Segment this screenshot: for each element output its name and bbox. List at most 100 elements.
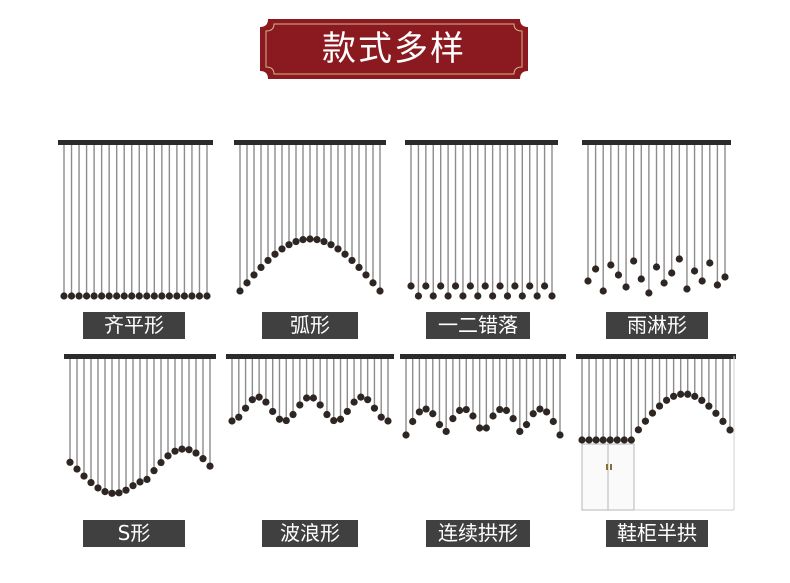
bead bbox=[165, 292, 173, 300]
bead bbox=[348, 256, 356, 265]
bead bbox=[377, 413, 385, 421]
curtain-rod bbox=[64, 354, 216, 359]
bead bbox=[668, 269, 676, 277]
bead bbox=[292, 237, 300, 246]
bead bbox=[323, 410, 331, 419]
bead bbox=[466, 282, 474, 290]
curtain-style-arc bbox=[234, 138, 386, 303]
bead bbox=[299, 236, 307, 244]
bead bbox=[509, 414, 517, 423]
bead bbox=[316, 401, 324, 409]
bead bbox=[442, 427, 450, 436]
bead bbox=[690, 267, 699, 275]
bead bbox=[362, 271, 370, 279]
bead bbox=[336, 415, 345, 423]
bead bbox=[526, 282, 534, 290]
bead bbox=[143, 292, 151, 300]
bead bbox=[637, 275, 645, 283]
bead bbox=[90, 292, 98, 300]
bead bbox=[476, 424, 484, 432]
bead bbox=[143, 475, 151, 484]
bead bbox=[248, 396, 256, 404]
bead bbox=[719, 417, 727, 425]
bead bbox=[157, 458, 165, 467]
bead bbox=[278, 245, 286, 253]
bead bbox=[645, 289, 653, 297]
curtain-style-stagger bbox=[405, 138, 558, 303]
bead bbox=[243, 279, 251, 287]
cabinet-handle bbox=[610, 464, 612, 470]
bead bbox=[289, 410, 297, 419]
bead bbox=[721, 273, 729, 281]
curtain-style-half-arch-cabinet bbox=[576, 352, 736, 512]
bead bbox=[241, 404, 250, 412]
bead bbox=[275, 415, 284, 423]
bead bbox=[540, 282, 549, 290]
bead bbox=[449, 414, 457, 423]
bead bbox=[444, 292, 452, 300]
bead bbox=[429, 292, 437, 300]
bead bbox=[303, 394, 311, 402]
bead bbox=[548, 292, 556, 300]
curtain-style-arches bbox=[400, 352, 566, 512]
bead bbox=[285, 241, 293, 249]
bead bbox=[173, 292, 181, 300]
bead bbox=[60, 292, 68, 300]
bead bbox=[599, 287, 607, 295]
bead bbox=[370, 404, 379, 412]
bead bbox=[503, 292, 512, 300]
bead bbox=[128, 292, 136, 300]
bead bbox=[409, 417, 417, 426]
bead bbox=[135, 292, 143, 300]
bead bbox=[228, 417, 236, 425]
bead bbox=[627, 436, 635, 444]
bead bbox=[330, 416, 338, 425]
curtain-rod bbox=[582, 140, 731, 145]
bead bbox=[350, 398, 358, 406]
bead bbox=[481, 282, 489, 290]
bead bbox=[129, 482, 137, 490]
bead bbox=[82, 292, 91, 300]
style-label-wave: 波浪形 bbox=[262, 520, 358, 547]
bead bbox=[459, 292, 467, 300]
curtain-rod bbox=[405, 140, 558, 145]
bead bbox=[713, 281, 721, 289]
style-label-s-curve: S形 bbox=[83, 520, 185, 547]
bead bbox=[622, 283, 630, 291]
bead bbox=[264, 256, 272, 265]
bead bbox=[496, 405, 504, 414]
bead bbox=[66, 458, 74, 466]
bead bbox=[250, 271, 258, 279]
bead bbox=[195, 292, 204, 300]
bead bbox=[516, 427, 524, 436]
bead bbox=[136, 478, 144, 486]
bead bbox=[113, 292, 121, 300]
bead bbox=[364, 396, 372, 404]
bead bbox=[101, 488, 109, 496]
bead bbox=[262, 398, 270, 406]
bead bbox=[203, 292, 211, 300]
bead bbox=[613, 436, 621, 444]
curtain-style-s-curve bbox=[64, 352, 216, 512]
bead bbox=[536, 405, 544, 413]
bead bbox=[306, 235, 314, 243]
bead bbox=[691, 392, 699, 400]
bead bbox=[429, 410, 437, 418]
bead bbox=[164, 452, 172, 460]
bead bbox=[422, 405, 430, 413]
bead bbox=[341, 250, 349, 258]
bead bbox=[584, 277, 592, 285]
bead bbox=[235, 413, 243, 421]
bead bbox=[180, 292, 189, 300]
bead bbox=[150, 467, 158, 475]
bead bbox=[705, 402, 713, 410]
bead bbox=[599, 436, 607, 444]
bead bbox=[652, 263, 661, 271]
bead bbox=[158, 292, 166, 300]
bead bbox=[437, 282, 445, 290]
bead bbox=[543, 408, 551, 416]
bead bbox=[592, 436, 600, 444]
curtain-rod bbox=[234, 140, 386, 145]
bead bbox=[236, 287, 244, 295]
bead bbox=[549, 417, 557, 426]
